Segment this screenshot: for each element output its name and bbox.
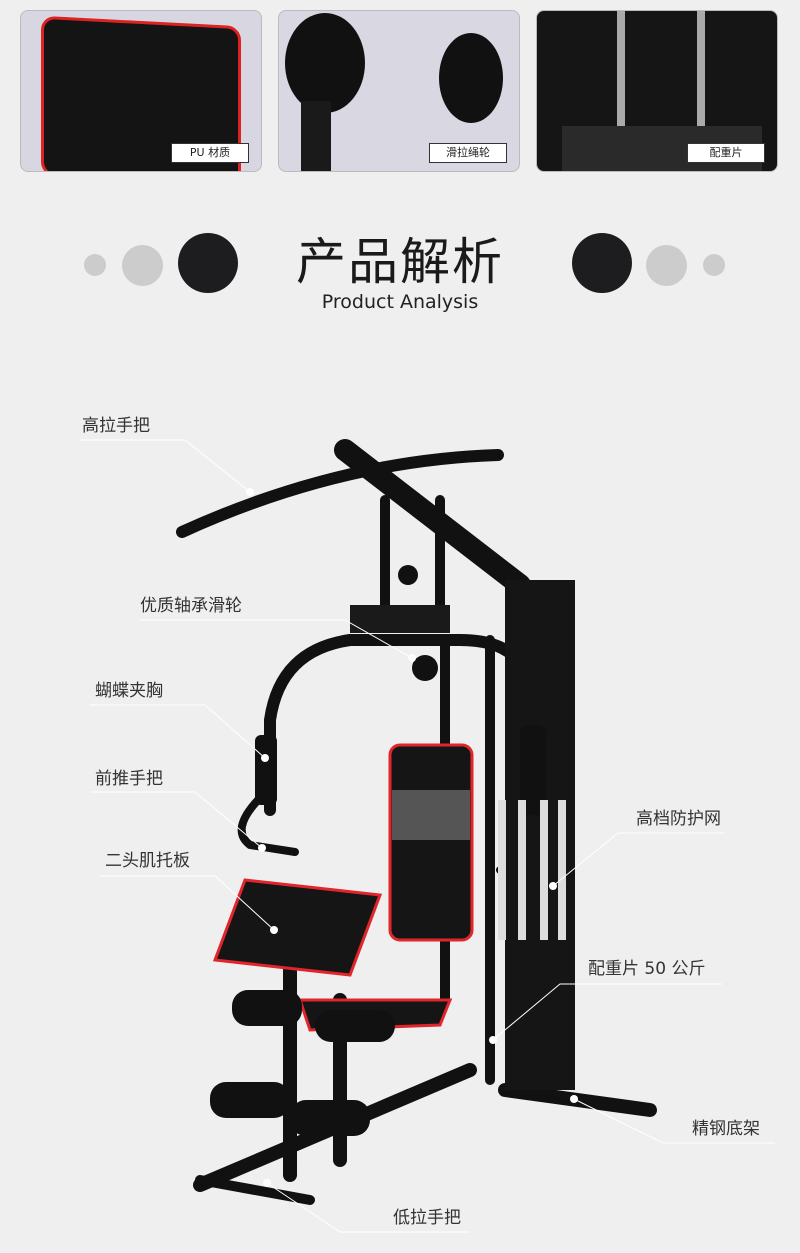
pulley-image xyxy=(439,33,503,123)
callout-steel-base: 精钢底架 xyxy=(692,1119,760,1139)
guard-mesh xyxy=(498,800,566,940)
decor-dot xyxy=(122,245,163,286)
thumbnail-pulley: 滑拉绳轮 xyxy=(278,10,520,172)
thumbnail-label: 配重片 xyxy=(687,143,765,163)
decor-dot xyxy=(178,233,238,293)
pulley-image xyxy=(285,13,365,113)
callout-low-pull-handle: 低拉手把 xyxy=(393,1208,461,1228)
butterfly-pad xyxy=(255,735,277,805)
bracket-image xyxy=(301,101,331,171)
pulley-housing xyxy=(350,605,450,633)
callout-high-pull-handle: 高拉手把 xyxy=(82,416,150,436)
thumbnail-label: 滑拉绳轮 xyxy=(429,143,507,163)
callout-lines xyxy=(80,439,775,1233)
thumbnail-pu-material: PU 材质 xyxy=(20,10,262,172)
decor-dot xyxy=(646,245,687,286)
decor-dot xyxy=(84,254,106,276)
pulley-wheel xyxy=(412,655,438,681)
callout-weight-plates: 配重片 50 公斤 xyxy=(588,959,706,979)
back-pad xyxy=(388,743,474,942)
guide-rod xyxy=(697,11,705,131)
callout-bearing-pulley: 优质轴承滑轮 xyxy=(140,596,242,616)
callout-push-handle: 前推手把 xyxy=(95,769,163,789)
push-handle xyxy=(237,796,299,856)
callout-dots xyxy=(246,488,578,1187)
decor-dot xyxy=(703,254,725,276)
top-arm xyxy=(334,439,531,596)
guide-rod xyxy=(617,11,625,131)
section-title: 产品解析 xyxy=(296,233,504,291)
biceps-pad xyxy=(212,878,383,977)
leg-roller xyxy=(232,990,302,1026)
lat-bar xyxy=(176,449,504,538)
thumbnail-label: PU 材质 xyxy=(171,143,249,163)
section-subtitle: Product Analysis xyxy=(321,291,479,313)
decor-dot xyxy=(572,233,632,293)
thumbnail-weights: 配重片 xyxy=(536,10,778,172)
callout-butterfly-chest: 蝴蝶夹胸 xyxy=(95,681,163,701)
callout-biceps-pad: 二头肌托板 xyxy=(105,851,190,871)
callout-guard-mesh: 高档防护网 xyxy=(636,809,721,829)
